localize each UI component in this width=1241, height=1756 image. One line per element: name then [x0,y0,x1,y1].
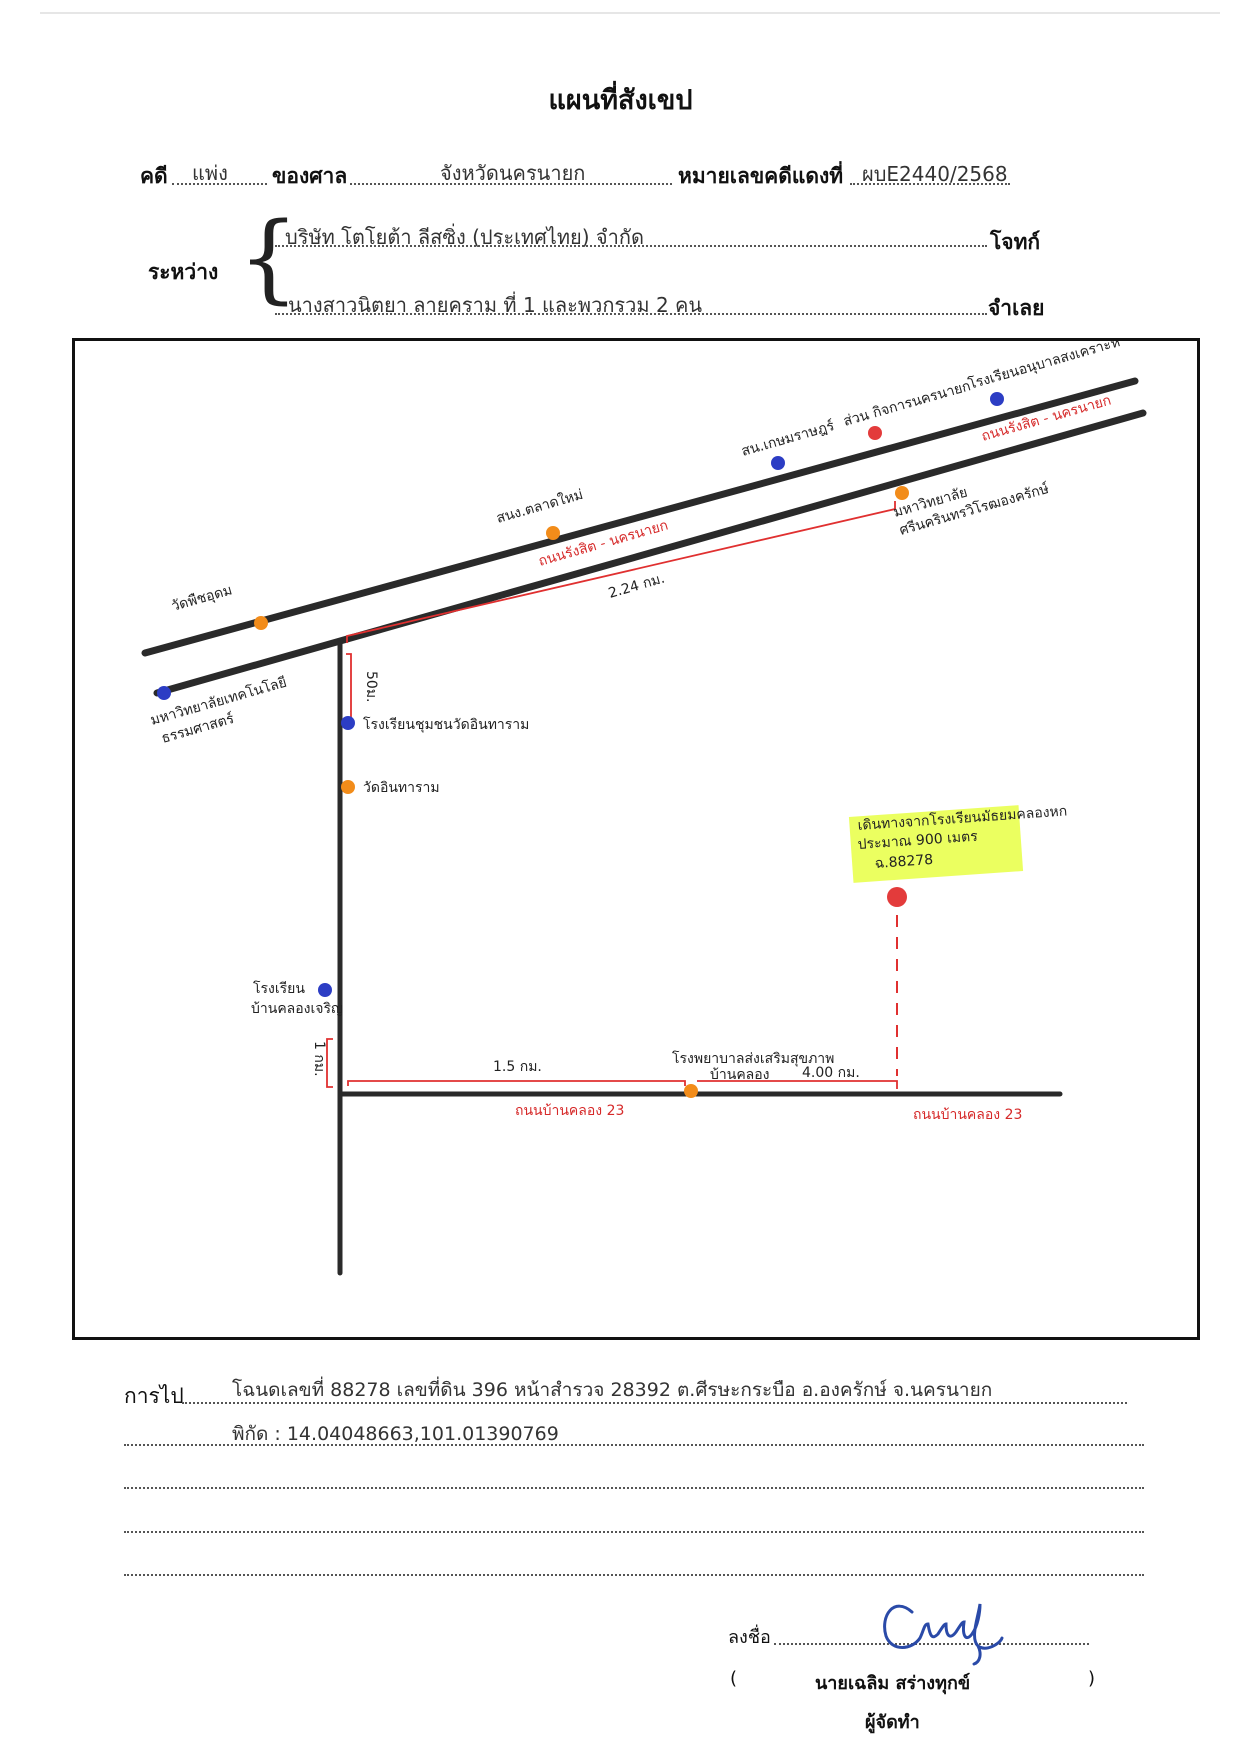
case-type: แพ่ง [192,161,228,185]
red-case-number-dots [850,183,1010,185]
school-top-right-dot [990,392,1004,406]
label-distance-small-lower: 1 กม. [311,1041,327,1077]
handwritten-signature [883,1603,1004,1666]
label-school-lower: โรงเรียน [253,980,305,997]
directions-dots-3 [124,1487,1144,1489]
red-case-number-label: หมายเลขคดีแดงที่ [678,164,844,188]
label-red-top: ส่วน กิจการนครนายก [842,378,973,430]
highlight-note [848,805,1024,883]
label-road-bottom-right: ถนนบ้านคลอง 23 [913,1107,1022,1123]
directions-dots-4 [124,1531,1144,1533]
name-close-paren: ) [1088,1668,1096,1689]
label-school-top-right: โรงเรียนอนุบาลสงเคราะห์ [966,341,1122,393]
plaintiff-name: บริษัท โตโยต้า ลีสซิ่ง (ประเทศไทย) จำกัด [285,225,644,249]
directions-label: การไป [124,1384,184,1408]
case-label: คดี [140,164,168,188]
between-label: ระหว่าง [148,260,219,284]
defendant-role: จำเลย [988,296,1045,320]
university-dot [895,486,909,500]
signer-name: นายเฉลิม สร่างทุกข์ [815,1673,971,1694]
sign-label: ลงชื่อ [728,1627,771,1648]
directions-dots-1 [182,1402,1127,1404]
label-school-on-soi: โรงเรียนชุมชนวัดอินทาราม [363,716,529,733]
school-lower-dot [318,983,332,997]
label-wat-left: วัดพืชอุดม [170,582,234,615]
label-distance-4: 4.00 กม. [802,1065,860,1081]
plaintiff-dots [275,245,987,247]
signer-role: ผู้จัดทำ [865,1712,920,1733]
wat-on-soi-dot [341,780,355,794]
case-type-dots [172,183,267,185]
court-name: จังหวัดนครนายก [440,161,586,185]
blue-bottom-left-dot [157,686,171,700]
page-top-rule [40,12,1220,14]
defendant-dots [275,313,987,315]
highway-line-upper [141,377,1139,657]
directions-line-1: โฉนดเลขที่ 88278 เลขที่ดิน 396 หน้าสำรวจ… [232,1379,993,1401]
label-wat-on-soi: วัดอินทาราม [363,780,440,796]
court-dots [350,183,672,185]
label-distance-small-top: 50ม. [363,671,379,703]
court-label: ของศาล [272,164,348,188]
orange-top-left-dot [546,526,560,540]
defendant-name: นางสาวนิตยา ลายคราม ที่ 1 และพวกรวม 2 คน [288,293,703,317]
label-road-bottom-left: ถนนบ้านคลอง 23 [515,1103,624,1119]
directions-dots-5 [124,1574,1144,1576]
red-top-dot [868,426,882,440]
highway-line-lower [153,409,1147,697]
distance-bracket-top-soi [346,653,352,724]
police-dot [771,456,785,470]
distance-bracket-4 [697,1080,898,1089]
page-title: แผนที่สังเขป [548,85,693,116]
label-highlight-line3: ฉ.88278 [874,852,934,872]
label-police: สน.เกษมราษฎร์ [739,417,836,460]
label-orange-top-left: สนง.ตลาดใหม่ [494,486,585,527]
wat-left-dot [254,616,268,630]
distance-bracket-15 [347,1080,686,1086]
sketch-map-drawing: .rd { stroke: #2a2a2a; stroke-linecap: r… [141,341,1147,1276]
label-health-center-sub: บ้านคลอง [710,1067,770,1083]
label-health-center: โรงพยาบาลส่งเสริมสุขภาพ [672,1050,834,1067]
sign-dots [774,1643,1089,1645]
target-plot-dot [887,887,907,907]
plaintiff-role: โจทก์ [990,230,1041,254]
health-center-dot [684,1084,698,1098]
brace-symbol: { [238,202,300,314]
directions-dots-2 [124,1444,1144,1446]
school-on-soi-dot [341,716,355,730]
distance-bracket-main [346,501,896,643]
label-distance-15: 1.5 กม. [493,1059,542,1075]
label-distance-main: 2.24 กม. [607,571,667,602]
sketch-map: .rd { stroke: #2a2a2a; stroke-linecap: r… [72,338,1200,1340]
name-open-paren: ( [730,1668,738,1689]
distance-bracket-lower-soi [326,1038,333,1088]
red-case-number: ผบE2440/2568 [862,162,1008,186]
directions-line-2: พิกัด : 14.04048663,101.01390769 [232,1423,559,1445]
label-school-lower-sub: บ้านคลองเจริญ [251,1001,343,1017]
